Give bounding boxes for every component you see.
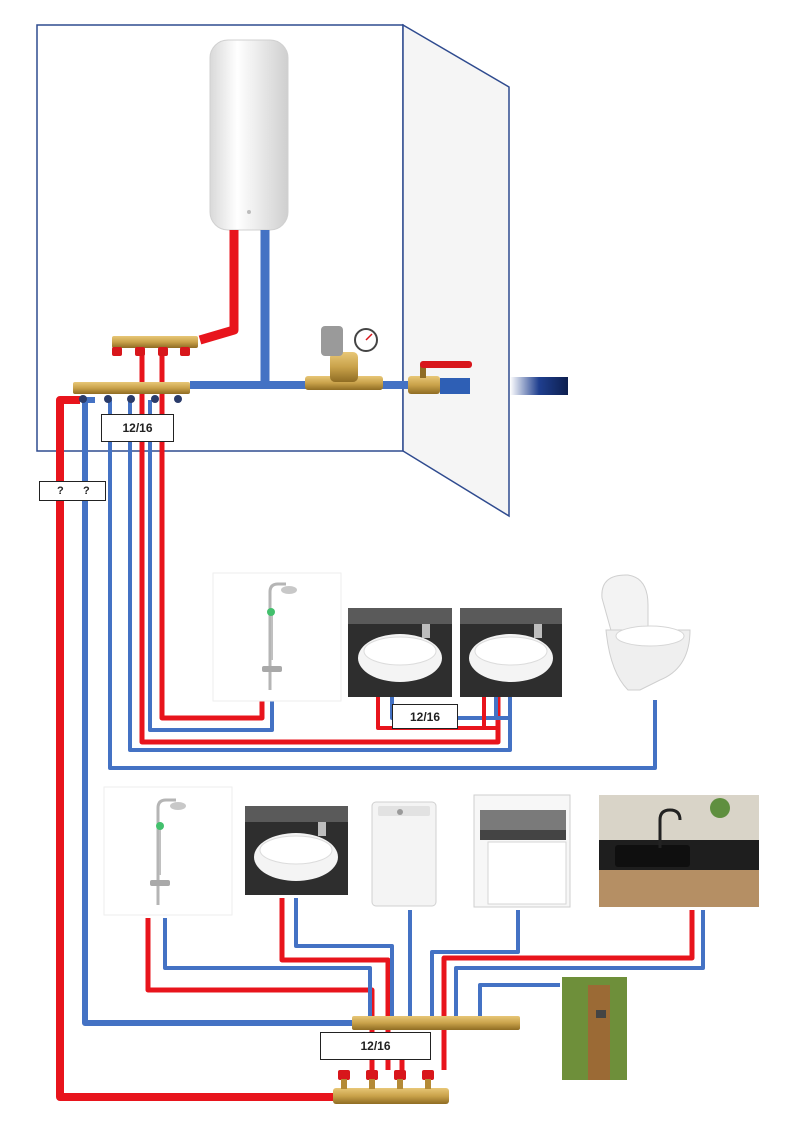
basin-icon <box>460 608 562 697</box>
cold-basin-lower <box>294 898 394 1018</box>
kitchen-sink-icon <box>599 795 759 907</box>
shower-column-icon <box>212 572 342 702</box>
hot-manifold-upper <box>112 336 198 356</box>
basin-icon <box>348 608 452 697</box>
garden-tap-icon <box>562 977 627 1080</box>
basin-icon <box>245 806 348 895</box>
unknown-cold-label: ? <box>83 485 90 497</box>
side-wall-panel <box>402 23 510 518</box>
wall-toilet-icon <box>601 574 691 691</box>
washing-machine-icon <box>371 801 437 907</box>
cold-kitchen-sink <box>454 910 705 1018</box>
cold-manifold-upper <box>73 382 190 403</box>
pressure-reducer-icon <box>305 326 383 390</box>
heater-hot-outlet <box>198 230 239 345</box>
main-supply-inside <box>440 378 470 394</box>
cold-basins <box>128 400 512 752</box>
cold-shower-2 <box>163 918 372 1018</box>
pipe-size-label-bottom: 12/16 <box>320 1032 431 1060</box>
unknown-size-box <box>39 481 106 501</box>
hot-kitchen-sink <box>441 910 695 1070</box>
hot-basin-a <box>376 697 498 730</box>
cold-garden-tap <box>478 983 560 1018</box>
hot-shower-1 <box>159 355 265 721</box>
cold-shower-1 <box>148 400 274 732</box>
water-heater-icon <box>209 39 289 231</box>
hot-basin-lower <box>279 898 391 1070</box>
unknown-hot-label: ? <box>57 485 64 497</box>
cold-toilet <box>108 400 657 770</box>
main-supply-pipe <box>510 377 568 395</box>
cold-dishwasher <box>430 910 520 1018</box>
dishwasher-icon <box>473 794 571 908</box>
pipe-size-label-middle: 12/16 <box>392 704 458 729</box>
cold-manifold-lower <box>352 1016 520 1030</box>
ball-valve-icon <box>408 361 472 394</box>
hot-feed-lower-manifold <box>56 396 335 1101</box>
cold-feed-lower-manifold <box>82 397 355 1026</box>
pipe-size-label-top: 12/16 <box>101 414 174 442</box>
hot-manifold-lower <box>333 1070 449 1104</box>
shower-column-icon <box>103 786 233 916</box>
